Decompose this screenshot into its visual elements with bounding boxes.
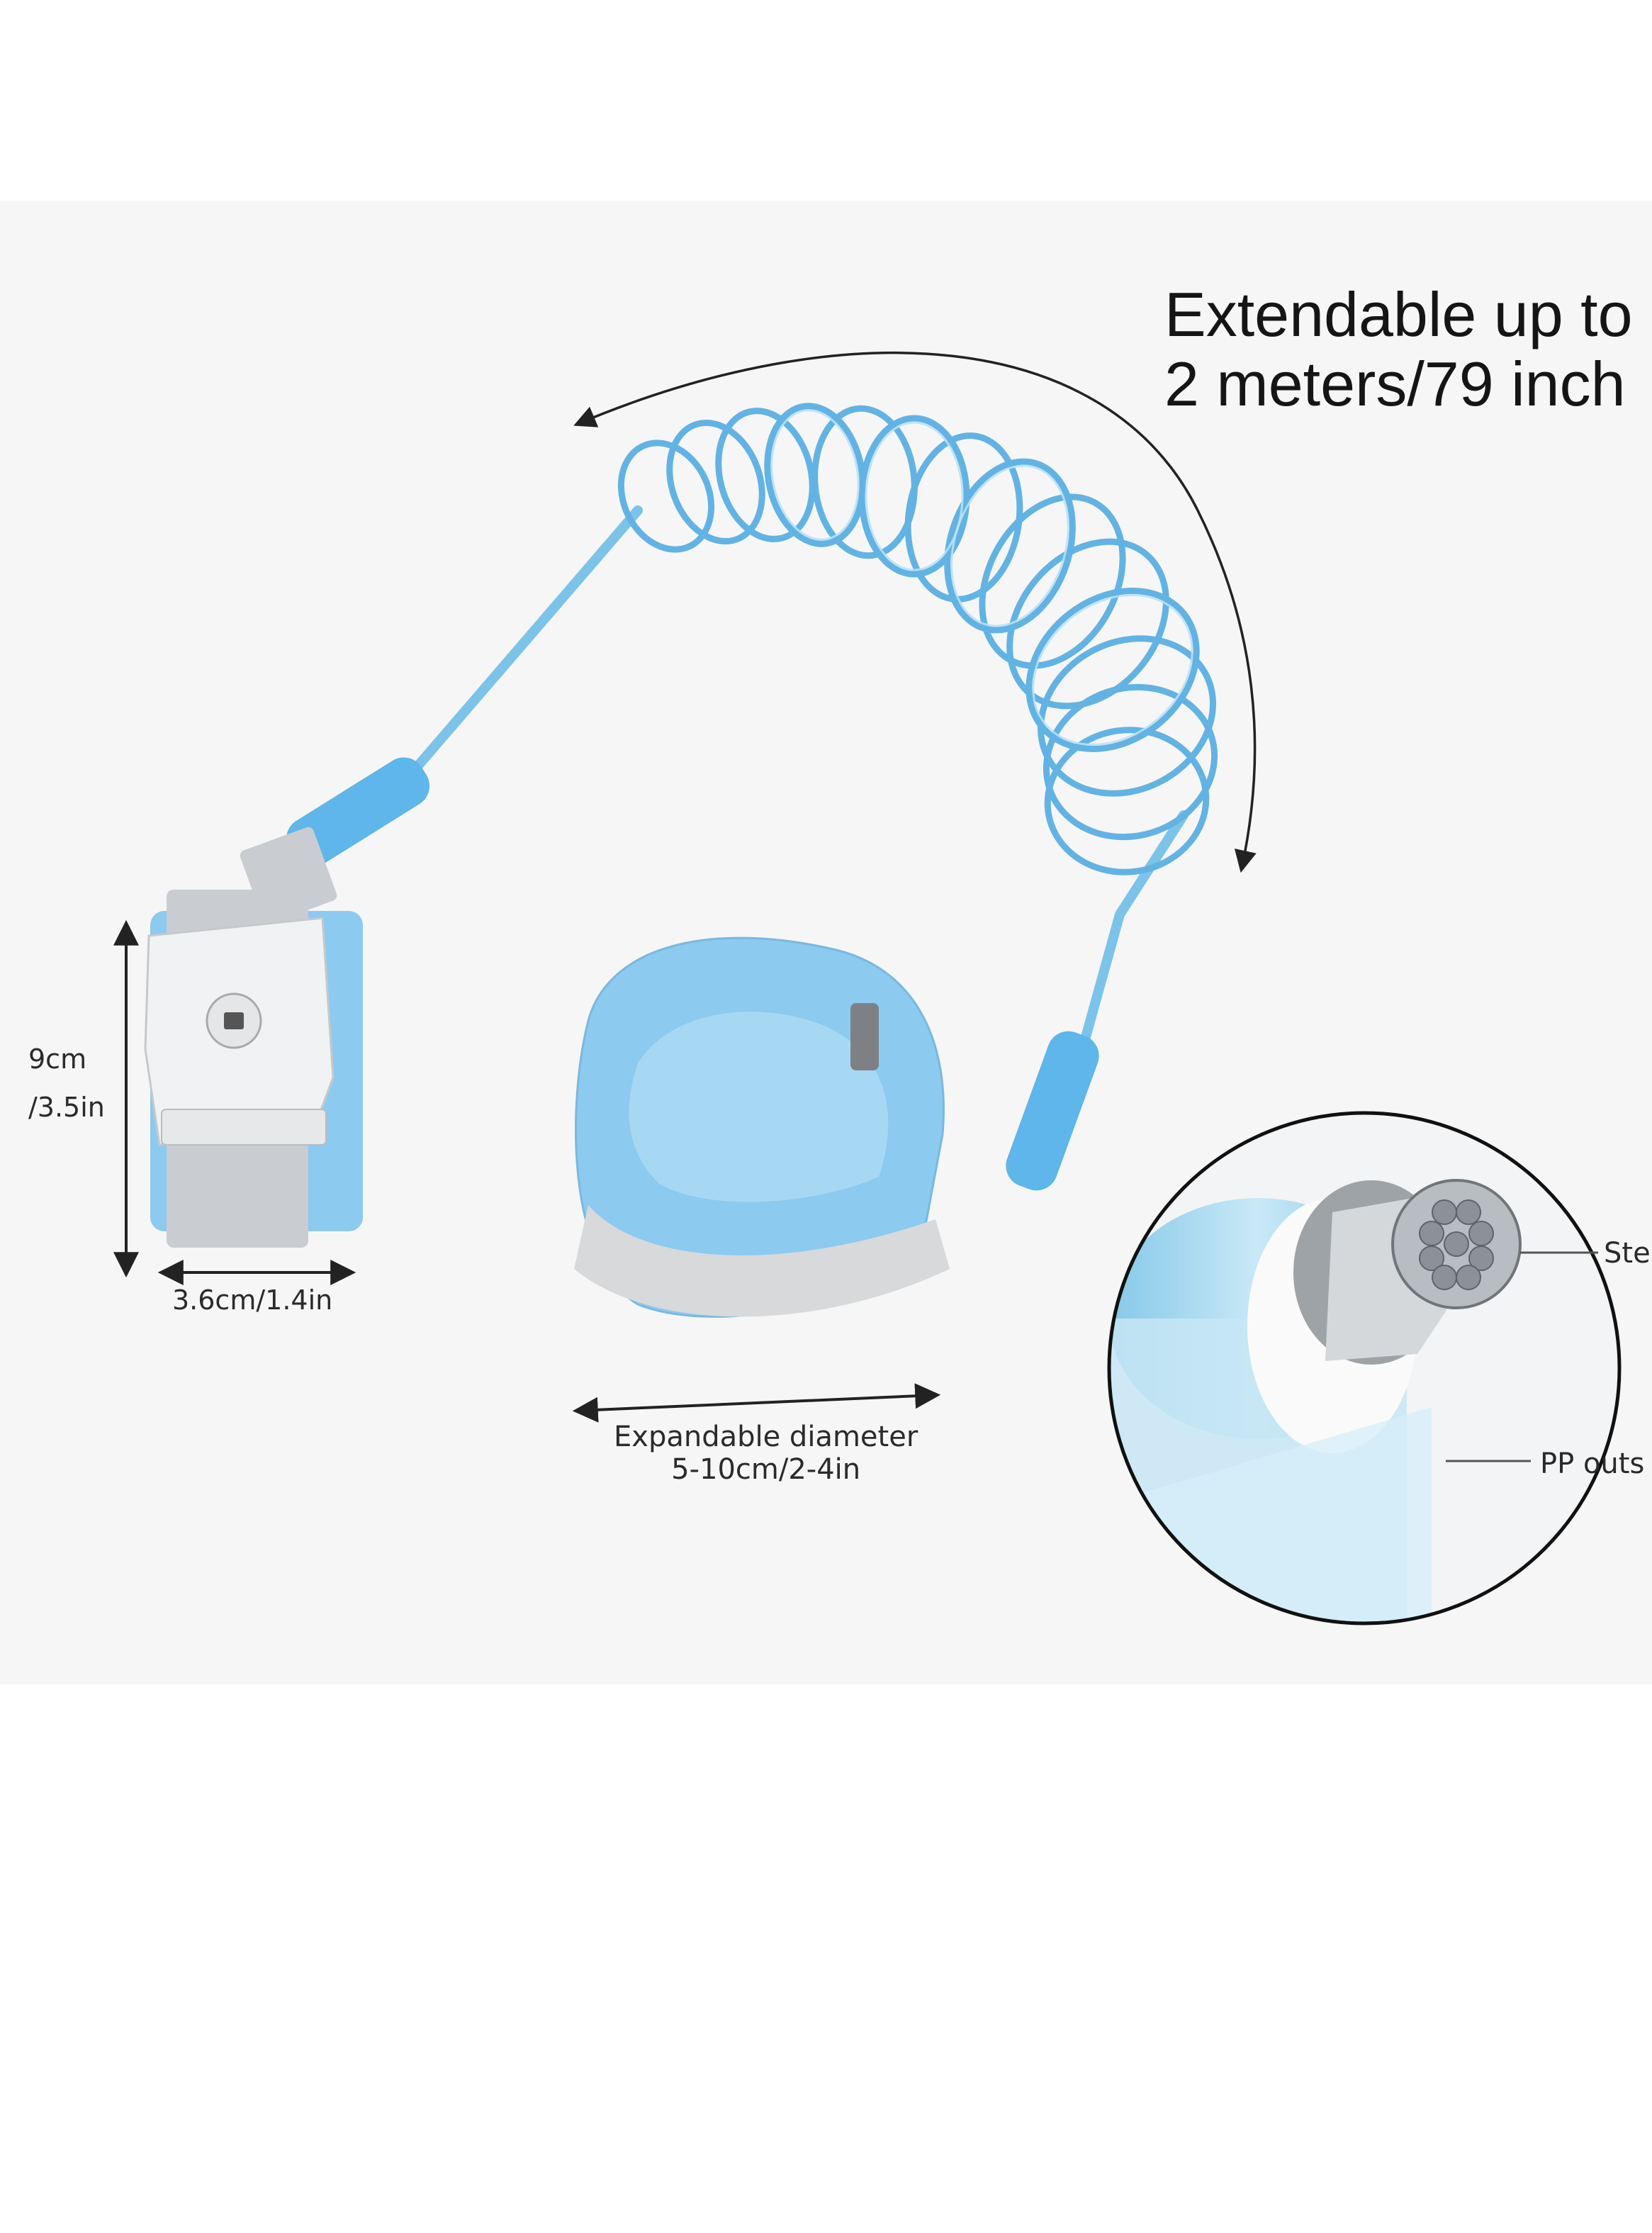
width-label: 3.6cm/1.4in — [172, 1285, 333, 1316]
diameter-label-title: Expandable diameter — [614, 1421, 918, 1453]
pp-outer-label: PP outs — [1540, 1448, 1645, 1480]
product-illustration — [113, 352, 1622, 1625]
extendable-headline: Extendable up to 2 meters/79 inch — [1164, 280, 1633, 419]
product-photo: Extendable up to 2 meters/79 inch 9cm /3… — [0, 201, 1652, 1684]
height-label-in: /3.5in — [28, 1092, 105, 1123]
buckle-strap — [144, 827, 363, 1248]
cable-cross-section — [1107, 1111, 1622, 1625]
height-label: 9cm /3.5in — [28, 1035, 105, 1131]
headline-line-2: 2 meters/79 inch — [1164, 349, 1626, 419]
extend-arc-arrow — [573, 352, 1257, 873]
height-label-cm: 9cm — [28, 1043, 87, 1075]
wrist-cuff — [574, 936, 950, 1318]
diameter-label: Expandable diameter 5-10cm/2-4in — [614, 1421, 918, 1486]
diameter-dimension-arrow — [572, 1383, 941, 1423]
headline-line-1: Extendable up to — [1164, 279, 1633, 349]
coiled-cable — [286, 403, 1218, 1191]
diameter-label-value: 5-10cm/2-4in — [671, 1453, 861, 1486]
steel-core-label: Ste — [1604, 1237, 1651, 1270]
